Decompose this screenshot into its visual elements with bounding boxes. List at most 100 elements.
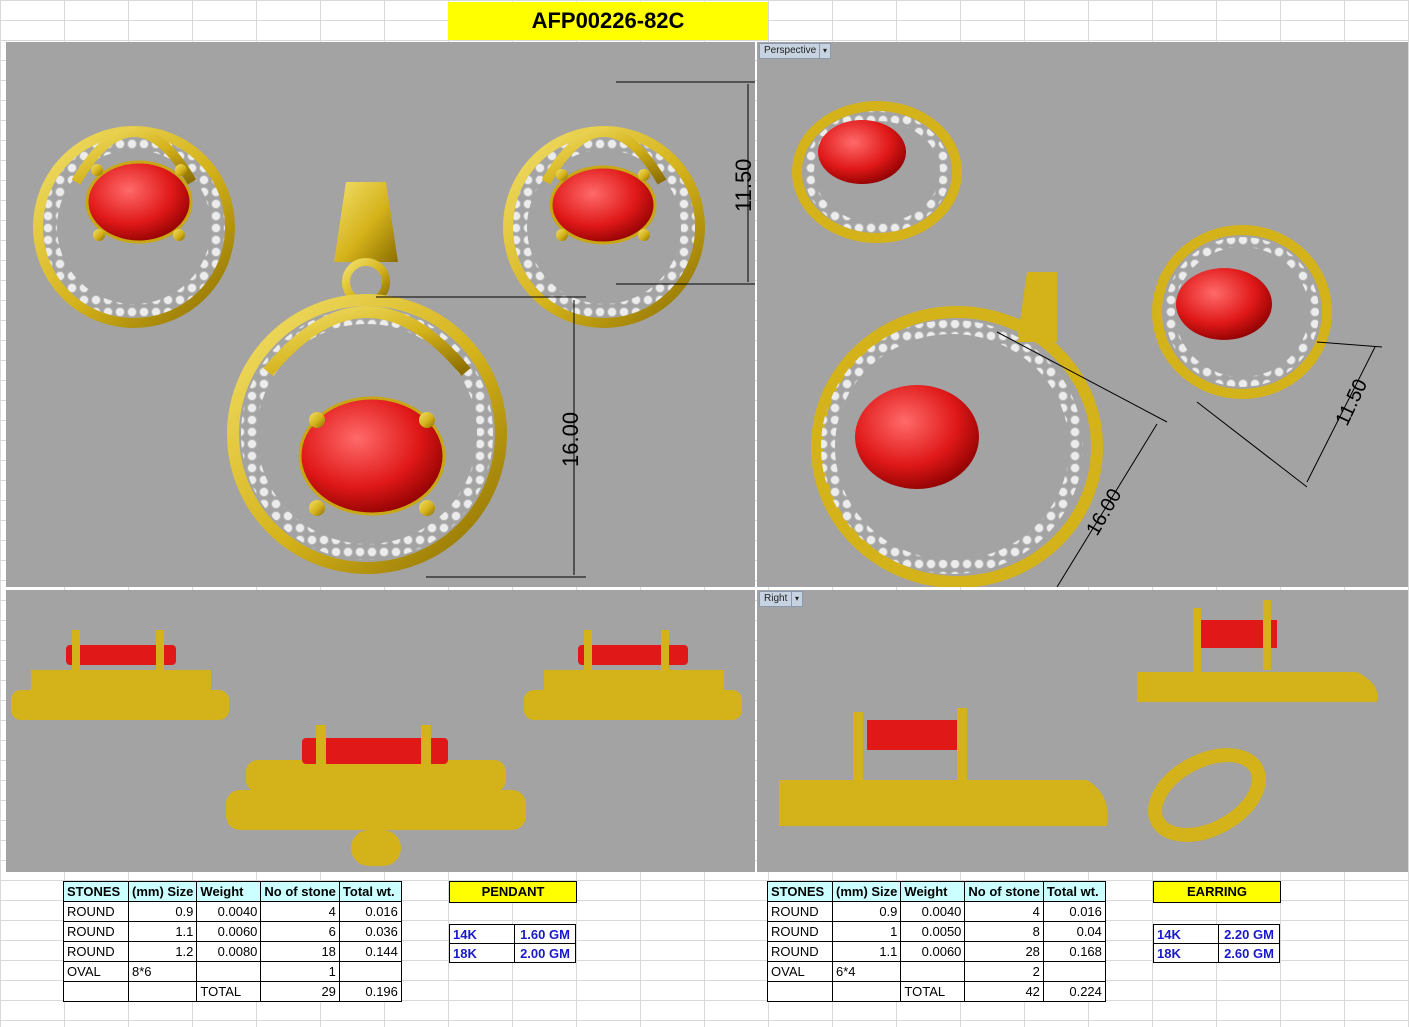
table-row: 14K 2.20 GM [1153, 924, 1280, 944]
cell-count[interactable]: 4 [964, 901, 1044, 922]
viewport-front[interactable]: 11.50 16.00 [6, 42, 755, 587]
cell-size[interactable]: 1 [831, 921, 902, 942]
cell-total[interactable]: 0.224 [1042, 981, 1106, 1002]
cell-count[interactable]: 6 [260, 921, 340, 942]
table-row: OVAL 8*6 1 [63, 961, 402, 982]
dimension-earring-perspective: 11.50 [1332, 376, 1372, 429]
sheet-title: AFP00226-82C [448, 2, 768, 40]
earring-left-elevation [11, 630, 229, 720]
dimension-lines-front [376, 81, 755, 578]
cell-stone[interactable]: OVAL [767, 961, 833, 982]
cell-stone[interactable] [63, 981, 129, 1002]
cell-size[interactable]: 0.9 [831, 901, 902, 922]
cell-size[interactable]: 6*4 [831, 961, 902, 982]
viewport-label-perspective[interactable]: Perspective [759, 43, 822, 59]
cell-size[interactable]: 1.2 [127, 941, 198, 962]
cell-weight[interactable] [196, 961, 262, 982]
cell-stone[interactable]: ROUND [767, 921, 833, 942]
cell-total[interactable]: 0.036 [338, 921, 402, 942]
cell-stone[interactable]: ROUND [63, 921, 129, 942]
cell-count[interactable]: 42 [964, 981, 1044, 1002]
viewport-perspective[interactable]: 11.50 16.00 Perspective ▾ [757, 42, 1408, 587]
cell-karat[interactable]: 18K [449, 943, 515, 963]
cell-count[interactable]: 18 [260, 941, 340, 962]
table-row: 18K 2.60 GM [1153, 943, 1280, 963]
cell-gold-weight[interactable]: 2.00 GM [514, 943, 576, 963]
earring-right-front [503, 126, 705, 328]
cell-total-label[interactable]: TOTAL [900, 981, 966, 1002]
cell-karat[interactable]: 14K [1153, 924, 1219, 944]
cell-stone[interactable]: ROUND [767, 901, 833, 922]
cell-total[interactable]: 0.144 [338, 941, 402, 962]
cell-size[interactable]: 1.1 [127, 921, 198, 942]
table-row: 18K 2.00 GM [449, 943, 576, 963]
table-row-total: TOTAL 42 0.224 [767, 981, 1106, 1002]
cell-weight[interactable]: 0.0060 [900, 941, 966, 962]
table-row: ROUND 1.2 0.0080 18 0.144 [63, 941, 402, 962]
cell-weight[interactable] [900, 961, 966, 982]
header-size: (mm) Size [127, 881, 198, 902]
earring-perspective-a [792, 101, 962, 243]
header-size: (mm) Size [831, 881, 902, 902]
cell-total[interactable]: 0.016 [1042, 901, 1106, 922]
header-no-of-stone: No of stone [260, 881, 340, 902]
viewport-elevation[interactable] [6, 590, 755, 872]
cell-total[interactable] [1042, 961, 1106, 982]
cell-stone[interactable]: ROUND [767, 941, 833, 962]
cell-count[interactable]: 29 [260, 981, 340, 1002]
table-row: ROUND 0.9 0.0040 4 0.016 [63, 901, 402, 922]
cell-count[interactable]: 28 [964, 941, 1044, 962]
viewport-dropdown-arrow-icon[interactable]: ▾ [791, 591, 803, 607]
table-row: OVAL 6*4 2 [767, 961, 1106, 982]
pendant-stones-table: STONES (mm) Size Weight No of stone Tota… [63, 881, 402, 1002]
cell-stone[interactable]: ROUND [63, 941, 129, 962]
header-total-wt: Total wt. [1042, 881, 1106, 902]
table-row: ROUND 1.1 0.0060 6 0.036 [63, 921, 402, 942]
cell-count[interactable]: 1 [260, 961, 340, 982]
table-row: ROUND 1 0.0050 8 0.04 [767, 921, 1106, 942]
cell-total[interactable] [338, 961, 402, 982]
cell-karat[interactable]: 14K [449, 924, 515, 944]
cell-stone[interactable]: OVAL [63, 961, 129, 982]
cell-size[interactable]: 8*6 [127, 961, 198, 982]
cell-stone[interactable]: ROUND [63, 901, 129, 922]
cell-total[interactable]: 0.168 [1042, 941, 1106, 962]
pendant-right-side [779, 708, 1266, 842]
cell-weight[interactable]: 0.0040 [900, 901, 966, 922]
viewport-label-right[interactable]: Right [759, 591, 793, 607]
cell-size[interactable] [831, 981, 902, 1002]
cell-count[interactable]: 4 [260, 901, 340, 922]
earring-gold-weight-table: 14K 2.20 GM 18K 2.60 GM [1153, 924, 1280, 963]
cell-karat[interactable]: 18K [1153, 943, 1219, 963]
cell-total[interactable]: 0.016 [338, 901, 402, 922]
header-total-wt: Total wt. [338, 881, 402, 902]
cell-total[interactable]: 0.196 [338, 981, 402, 1002]
header-weight: Weight [900, 881, 966, 902]
cell-gold-weight[interactable]: 1.60 GM [514, 924, 576, 944]
cell-count[interactable]: 8 [964, 921, 1044, 942]
table-row: ROUND 1.1 0.0060 28 0.168 [767, 941, 1106, 962]
cell-size[interactable]: 1.1 [831, 941, 902, 962]
cell-total[interactable]: 0.04 [1042, 921, 1106, 942]
table-row: 14K 1.60 GM [449, 924, 576, 944]
cell-size[interactable] [127, 981, 198, 1002]
cell-gold-weight[interactable]: 2.20 GM [1218, 924, 1280, 944]
pendant-label: PENDANT [449, 881, 577, 903]
viewport-dropdown-arrow-icon[interactable]: ▾ [819, 43, 831, 59]
perspective-view-render: 11.50 16.00 [792, 101, 1383, 587]
cell-weight[interactable]: 0.0050 [900, 921, 966, 942]
front-view-render: 11.50 16.00 [33, 81, 755, 578]
table-row-total: TOTAL 29 0.196 [63, 981, 402, 1002]
cell-weight[interactable]: 0.0060 [196, 921, 262, 942]
cell-stone[interactable] [767, 981, 833, 1002]
header-no-of-stone: No of stone [964, 881, 1044, 902]
cell-size[interactable]: 0.9 [127, 901, 198, 922]
viewport-right[interactable]: Right ▾ [757, 590, 1408, 872]
cell-count[interactable]: 2 [964, 961, 1044, 982]
cell-total-label[interactable]: TOTAL [196, 981, 262, 1002]
cell-weight[interactable]: 0.0040 [196, 901, 262, 922]
right-view-render [779, 600, 1378, 842]
header-weight: Weight [196, 881, 262, 902]
cell-gold-weight[interactable]: 2.60 GM [1218, 943, 1280, 963]
cell-weight[interactable]: 0.0080 [196, 941, 262, 962]
